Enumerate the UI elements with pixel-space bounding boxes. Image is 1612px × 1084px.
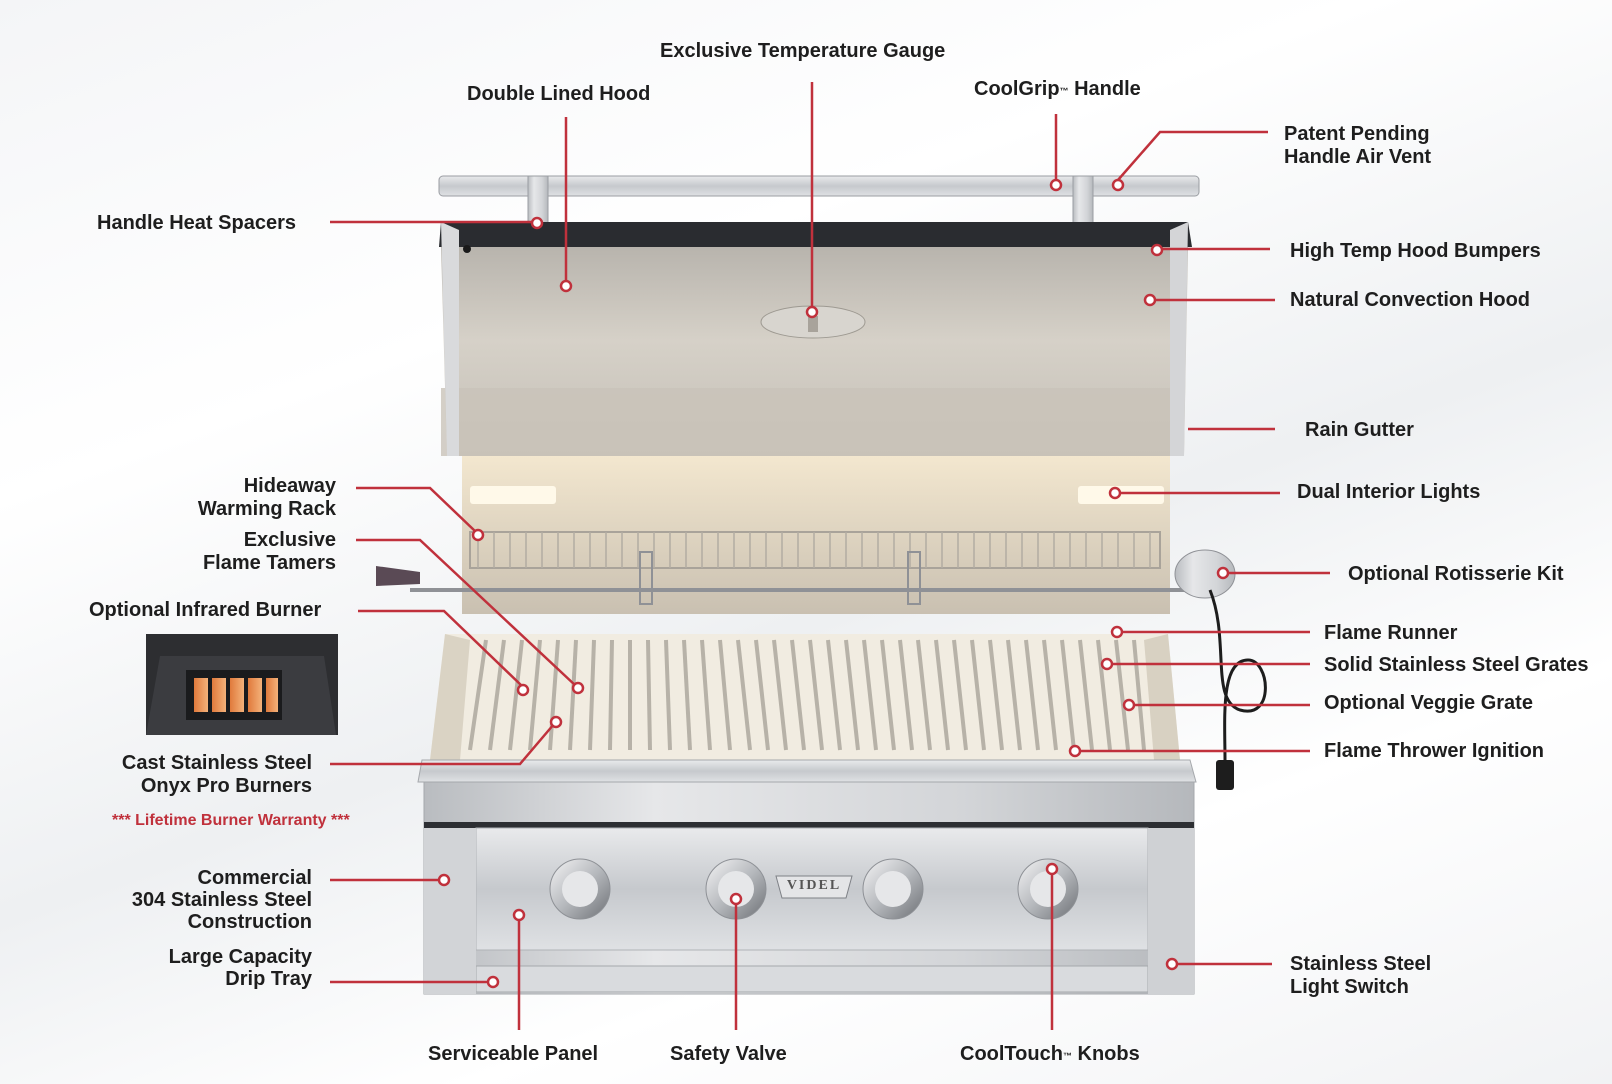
infrared-burner-inset (146, 634, 338, 735)
hideaway-line2: Warming Rack (197, 498, 336, 520)
label-large-capacity-drip-tray: Large Capacity Drip Tray (80, 946, 312, 990)
label-natural-convection-hood: Natural Convection Hood (1290, 289, 1531, 311)
flame-tamers-line2: Flame Tamers (202, 552, 336, 574)
drip-tray-line1: Large Capacity (168, 946, 312, 968)
label-flame-runner: Flame Runner (1324, 622, 1458, 644)
label-hideaway-warming-rack: Hideaway Warming Rack (150, 475, 336, 521)
patent-pending-line2: Handle Air Vent (1284, 146, 1432, 168)
cooltouch-suffix: Knobs (1077, 1043, 1140, 1065)
light-switch-line2: Light Switch (1290, 976, 1409, 998)
label-exclusive-flame-tamers: Exclusive Flame Tamers (150, 529, 336, 575)
label-high-temp-hood-bumpers: High Temp Hood Bumpers (1290, 240, 1541, 262)
coolgrip-text: CoolGrip (974, 78, 1060, 100)
label-cooltouch-knobs: CoolTouch™ Knobs (960, 1043, 1140, 1066)
label-double-lined-hood: Double Lined Hood (467, 83, 651, 105)
label-solid-stainless-steel-grates: Solid Stainless Steel Grates (1324, 654, 1589, 676)
label-optional-veggie-grate: Optional Veggie Grate (1324, 692, 1533, 714)
label-safety-valve: Safety Valve (670, 1043, 787, 1065)
label-cast-stainless-steel-burners: Cast Stainless Steel Onyx Pro Burners (80, 752, 312, 798)
label-flame-thrower-ignition: Flame Thrower Ignition (1324, 740, 1545, 762)
label-serviceable-panel: Serviceable Panel (428, 1043, 599, 1065)
commercial-line2: 304 Stainless Steel (131, 889, 312, 911)
flame-tamers-line1: Exclusive (243, 529, 336, 551)
label-rain-gutter: Rain Gutter (1305, 419, 1414, 441)
label-commercial-construction: Commercial 304 Stainless Steel Construct… (80, 867, 312, 933)
label-exclusive-temperature-gauge: Exclusive Temperature Gauge (660, 40, 946, 62)
label-patent-pending-handle-air-vent: Patent Pending Handle Air Vent (1284, 123, 1431, 169)
label-coolgrip-handle: CoolGrip™ Handle (974, 78, 1141, 101)
patent-pending-line1: Patent Pending (1284, 123, 1430, 145)
hideaway-line1: Hideaway (243, 475, 336, 497)
commercial-line1: Commercial (197, 867, 313, 889)
commercial-line3: Construction (187, 911, 312, 933)
brand-badge: VIDEL (786, 878, 842, 893)
coolgrip-suffix: Handle (1074, 78, 1141, 100)
cast-burners-line1: Cast Stainless Steel (121, 752, 312, 774)
light-switch-line1: Stainless Steel (1290, 953, 1432, 975)
label-stainless-steel-light-switch: Stainless Steel Light Switch (1290, 953, 1431, 999)
label-dual-interior-lights: Dual Interior Lights (1297, 481, 1481, 503)
cast-burners-line2: Onyx Pro Burners (140, 775, 312, 797)
label-handle-heat-spacers: Handle Heat Spacers (97, 212, 296, 234)
trademark-mark: ™ (1059, 86, 1069, 96)
label-optional-infrared-burner: Optional Infrared Burner (89, 599, 322, 621)
trademark-mark-knobs: ™ (1062, 1051, 1072, 1061)
cooltouch-text: CoolTouch (960, 1043, 1063, 1065)
lifetime-burner-warranty: *** Lifetime Burner Warranty *** (112, 812, 350, 829)
drip-tray-line2: Drip Tray (225, 968, 312, 990)
label-optional-rotisserie-kit: Optional Rotisserie Kit (1348, 563, 1564, 585)
